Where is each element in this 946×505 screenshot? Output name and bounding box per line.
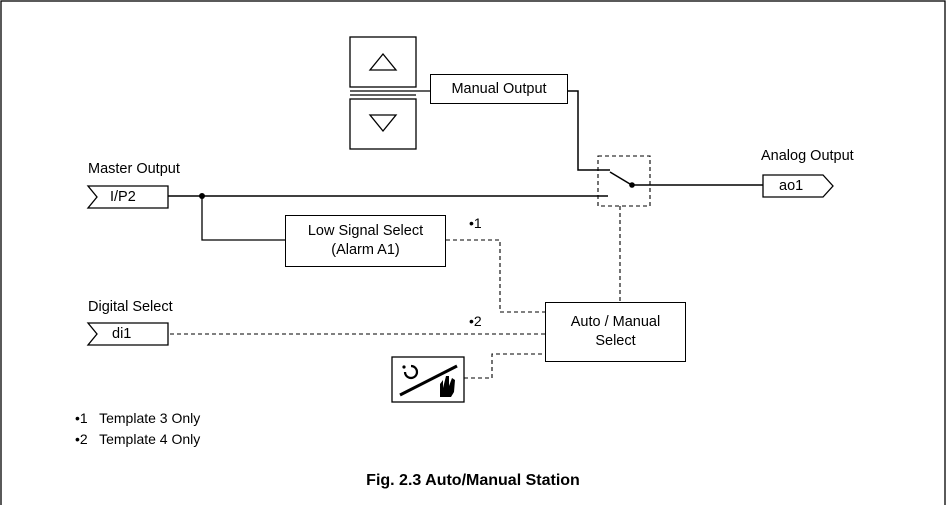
master-output-label: Master Output <box>88 161 180 177</box>
low-signal-select-block: Low Signal Select (Alarm A1) <box>285 215 446 267</box>
analog-output-label: Analog Output <box>761 148 854 164</box>
note-1-marker: •1 <box>75 410 88 426</box>
note-2-marker: •2 <box>75 431 88 447</box>
marker-2: •2 <box>469 313 482 329</box>
digital-select-tag: di1 <box>112 326 132 342</box>
auto-manual-key-icon <box>391 356 465 403</box>
master-output-tag: I/P2 <box>110 189 136 205</box>
figure-caption: Fig. 2.3 Auto/Manual Station <box>366 472 580 489</box>
down-arrow-key-icon <box>349 98 417 150</box>
master-output-tag-shape <box>86 185 169 209</box>
auto-manual-line2: Select <box>595 333 636 349</box>
digital-select-tag-shape <box>86 322 169 346</box>
manual-output-text: Manual Output <box>451 80 547 97</box>
manual-output-block: Manual Output <box>430 74 568 104</box>
up-arrow-key-icon <box>349 36 417 88</box>
low-signal-select-line1: Low Signal Select <box>307 223 424 240</box>
note-1: •1 Template 3 Only <box>75 410 200 426</box>
digital-select-label: Digital Select <box>88 299 173 315</box>
auto-manual-select-block: Auto / Manual Select <box>545 302 686 362</box>
marker-1: •1 <box>469 215 482 231</box>
analog-output-tag-shape <box>762 174 834 198</box>
auto-manual-line1: Auto / Manual <box>570 314 661 331</box>
alarm-select-line <box>446 239 545 313</box>
manual-output-line <box>568 90 602 171</box>
key-select-line <box>464 353 545 379</box>
switch-blade <box>609 171 631 185</box>
low-signal-feed-line <box>201 196 285 241</box>
note-2: •2 Template 4 Only <box>75 431 200 447</box>
note-2-text: Template 4 Only <box>99 431 201 447</box>
analog-output-tag: ao1 <box>779 178 804 194</box>
note-1-text: Template 3 Only <box>99 410 201 426</box>
switch-enclosure <box>597 155 651 207</box>
low-signal-select-line2: (Alarm A1) <box>331 242 400 258</box>
